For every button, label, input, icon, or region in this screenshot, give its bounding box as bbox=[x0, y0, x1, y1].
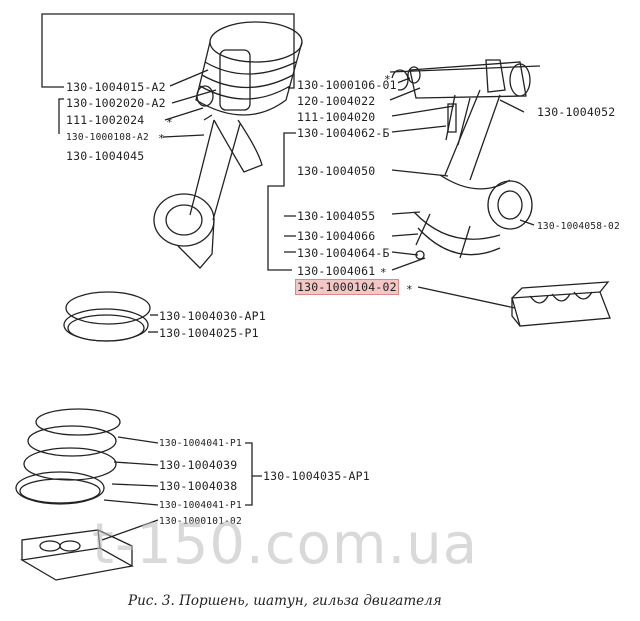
label-130-1002020-a2[interactable]: 130-1002020-A2 bbox=[65, 96, 167, 110]
watermark: t-150.com.ua bbox=[92, 512, 479, 577]
star-marker: * bbox=[158, 132, 165, 145]
label-130-1004041-r1-bottom[interactable]: 130-1004041-Р1 bbox=[158, 499, 243, 513]
label-130-1004055[interactable]: 130-1004055 bbox=[296, 209, 377, 223]
piston-drawing bbox=[153, 21, 303, 269]
label-130-1004066[interactable]: 130-1004066 bbox=[296, 229, 377, 243]
rings-set-1-drawing bbox=[63, 291, 158, 342]
label-130-1004052[interactable]: 130-1004052 bbox=[536, 105, 617, 119]
label-130-1004015-a2[interactable]: 130-1004015-A2 bbox=[65, 80, 167, 94]
label-130-1000104-02-selected[interactable]: 130-1000104-02 bbox=[295, 279, 399, 295]
label-130-1004058-02[interactable]: 130-1004058-02 bbox=[536, 220, 621, 234]
label-130-1004045[interactable]: 130-1004045 bbox=[65, 149, 146, 163]
label-130-1004061[interactable]: 130-1004061 bbox=[296, 264, 377, 278]
label-130-1004025-r1[interactable]: 130-1004025-Р1 bbox=[158, 326, 260, 340]
bearing-shell-box-drawing bbox=[511, 281, 611, 327]
label-130-1004030-ar1[interactable]: 130-1004030-АР1 bbox=[158, 309, 267, 323]
label-111-1002024[interactable]: 111-1002024 bbox=[65, 113, 146, 127]
label-130-1004050[interactable]: 130-1004050 bbox=[296, 164, 377, 178]
figure-caption: Рис. 3. Поршень, шатун, гильза двигателя bbox=[128, 593, 442, 609]
star-marker: * bbox=[406, 283, 413, 296]
star-marker: * bbox=[166, 116, 173, 129]
ring-box-drawing bbox=[20, 529, 134, 581]
label-130-1004064-b[interactable]: 130-1004064-Б bbox=[296, 246, 391, 260]
bracket-piston-group bbox=[41, 13, 295, 88]
label-130-1004038[interactable]: 130-1004038 bbox=[158, 479, 239, 493]
label-130-1004041-r1-top[interactable]: 130-1004041-Р1 bbox=[158, 437, 243, 451]
label-111-1004020[interactable]: 111-1004020 bbox=[296, 110, 377, 124]
label-130-1000108-a2[interactable]: 130-1000108-A2 bbox=[65, 131, 150, 145]
label-130-1004035-ar1[interactable]: 130-1004035-АР1 bbox=[262, 469, 371, 483]
label-120-1004022[interactable]: 120-1004022 bbox=[296, 94, 377, 108]
label-130-1004062-b[interactable]: 130-1004062-Б bbox=[296, 126, 391, 140]
star-marker: * bbox=[380, 266, 387, 279]
connecting-rod-drawing bbox=[389, 59, 541, 260]
label-130-1000106-01[interactable]: 130-1000106-01 bbox=[296, 78, 398, 92]
star-marker: * bbox=[384, 73, 391, 86]
label-130-1000101-02[interactable]: 130-1000101-02 bbox=[158, 515, 243, 529]
label-130-1004039[interactable]: 130-1004039 bbox=[158, 458, 239, 472]
